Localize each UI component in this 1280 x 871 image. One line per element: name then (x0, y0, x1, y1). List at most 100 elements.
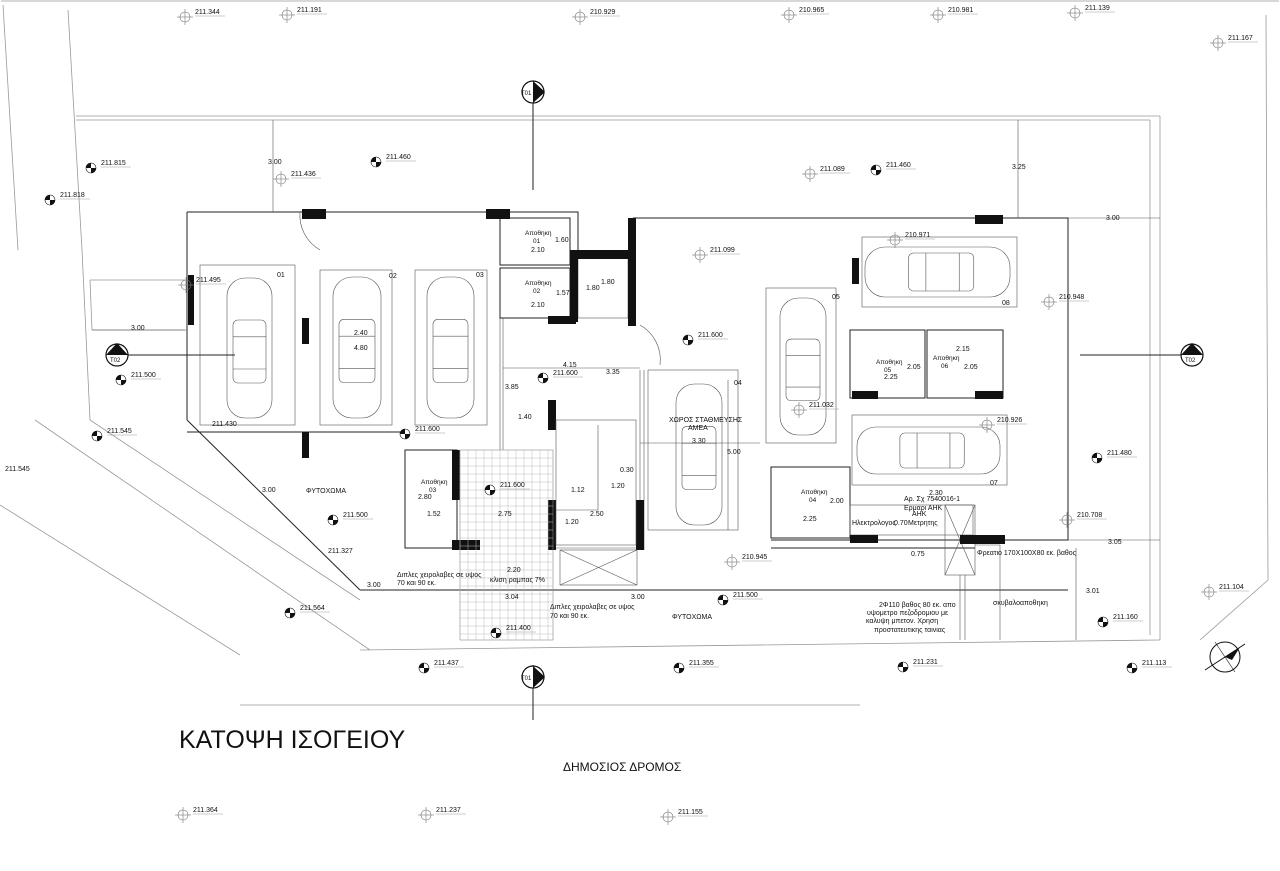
disabled-parking-label: ΧΩΡΟΣ ΣΤΑΘΜΕΥΣΗΣ (669, 417, 743, 424)
spot-level-value: 211.032 (809, 402, 834, 409)
planting-label: ΦΥΤΟΧΩΜΑ (306, 488, 346, 495)
quadrant-level-icon (327, 514, 339, 526)
dimension-label: 3.00 (631, 594, 645, 601)
north-arrow-icon (1204, 641, 1246, 673)
duct-note: προστατευτικης ταινιας (874, 627, 946, 634)
dimension-label: 2.05 (964, 364, 978, 371)
crosshair-level-icon (572, 9, 588, 25)
spot-level: 211.460 (370, 154, 416, 168)
quadrant-level-icon (115, 374, 127, 386)
dimension-label: 0.70 (894, 520, 908, 527)
crosshair-level-icon (887, 232, 903, 248)
spot-level: 211.600 (537, 370, 583, 384)
street-label: ΔΗΜΟΣΙΟΣ ΔΡΟΜΟΣ (563, 760, 681, 774)
spot-level: 211.437 (418, 660, 464, 674)
spot-level: 211.400 (490, 625, 536, 639)
spot-level-value: 210.929 (590, 9, 615, 16)
crosshair-level-icon (1210, 35, 1226, 51)
dimension-label: 3.01 (1086, 588, 1100, 595)
crosshair-level-icon (1201, 584, 1217, 600)
spot-level: 211.089 (802, 166, 850, 182)
dimension-label: 2.40 (354, 330, 368, 337)
dimension-label: 2.05 (907, 364, 921, 371)
crosshair-level-icon (781, 7, 797, 23)
car-icon (864, 246, 1011, 298)
dimension-label: 3.00 (367, 582, 381, 589)
spot-level: 211.436 (273, 171, 321, 187)
crosshair-level-icon (1041, 294, 1057, 310)
quadrant-level-icon (682, 334, 694, 346)
quadrant-level-icon (537, 372, 549, 384)
quadrant-level-icon (484, 484, 496, 496)
parking-bay (414, 269, 488, 426)
dimension-label: 1.52 (427, 511, 441, 518)
spot-level: 211.495 (178, 277, 226, 293)
dimension-label: 3.85 (505, 384, 519, 391)
storage-room-name: Αποθηκη (525, 280, 552, 287)
dimension-label: 4.80 (354, 345, 368, 352)
car-icon (856, 426, 1001, 475)
spot-level-value: 210.971 (905, 232, 930, 239)
spot-level-value: 210.926 (997, 417, 1022, 424)
quadrant-level-icon (284, 607, 296, 619)
storage-room-name: Αποθηκη (933, 355, 960, 362)
spot-level: 211.099 (692, 247, 740, 263)
dimension-label: 0.75 (911, 551, 925, 558)
storage-room-name: Αποθηκη (525, 230, 552, 237)
dimension-label: 3.25 (1012, 164, 1026, 171)
handrail-note: 70 και 90 εκ. (550, 613, 589, 620)
spot-level-value: 211.460 (886, 162, 911, 169)
dimension-label: 2.10 (531, 302, 545, 309)
spot-level-value: 211.167 (1228, 35, 1253, 42)
spot-level-value: 211.430 (212, 421, 237, 428)
car-icon (226, 277, 273, 419)
quadrant-level-icon (1091, 452, 1103, 464)
quadrant-level-icon (673, 662, 685, 674)
spot-level: 211.600 (484, 482, 530, 496)
crosshair-level-icon (418, 807, 434, 823)
dimension-label: 2.75 (498, 511, 512, 518)
dimension-label: 2.20 (507, 567, 521, 574)
meter-cabinet-note: Αρ. Σχ 7540016-1 (904, 496, 960, 503)
quadrant-level-icon (418, 662, 430, 674)
spot-level: 210.981 (930, 7, 978, 23)
parking-bay (319, 269, 393, 426)
parking-space-number: 03 (476, 272, 484, 279)
spot-level-value: 211.460 (386, 154, 411, 161)
crosshair-level-icon (979, 417, 995, 433)
parking-bay (199, 264, 296, 426)
quadrant-level-icon (490, 627, 502, 639)
spot-level-value: 210.948 (1059, 294, 1084, 301)
dimension-label: 3.00 (131, 325, 145, 332)
dimension-label: 1.80 (586, 285, 600, 292)
drawing-title: ΚΑΤΟΨΗ ΙΣΟΓΕΙΟΥ (179, 726, 406, 754)
spot-level: 211.364 (175, 807, 223, 823)
ramp-grid (459, 449, 554, 641)
crosshair-level-icon (177, 9, 193, 25)
car-icon (675, 383, 723, 526)
quadrant-level-icon (91, 430, 103, 442)
parking-space-number: 08 (1002, 300, 1010, 307)
parking-bay (861, 236, 1018, 308)
spot-level-value: 211.155 (678, 809, 703, 816)
spot-level-value: 211.089 (820, 166, 845, 173)
spot-level: 211.430 (212, 421, 237, 428)
car-icon (426, 276, 475, 419)
duct-note: υψομετρο πεζοδρομιου με (867, 610, 948, 617)
dimension-label: 2.25 (803, 516, 817, 523)
quadrant-level-icon (1097, 616, 1109, 628)
dimension-label: 1.80 (601, 279, 615, 286)
spot-level: 211.545 (5, 466, 30, 473)
spot-level: 211.231 (897, 659, 943, 673)
section-lines (125, 100, 1185, 720)
duct-note: καλυψη μπετον. Χρηση (866, 618, 938, 625)
storage-room-name: Αποθηκη (876, 359, 903, 366)
storage-room-name: Αποθηκη (801, 489, 828, 496)
dimension-label: 5.00 (727, 449, 741, 456)
